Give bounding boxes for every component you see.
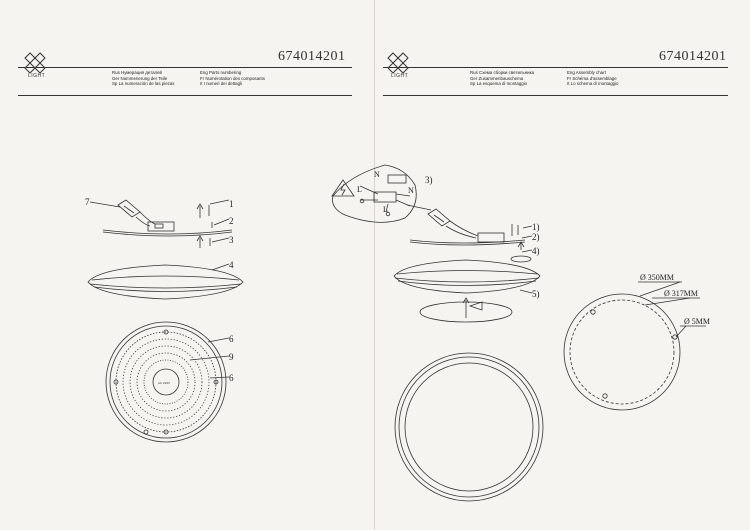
right-diffuser-side-view — [393, 259, 541, 294]
step-label: 4) — [532, 246, 540, 256]
brand-logo-icon — [24, 52, 46, 74]
right-mounting-assembly — [409, 208, 533, 263]
header-rule-bottom — [383, 95, 728, 96]
wire-label: L — [357, 185, 362, 194]
wire-label: L — [383, 205, 388, 214]
wire-label: N — [374, 170, 380, 179]
brand-logo-icon — [387, 52, 409, 74]
header-text: Eng Parts numbering — [200, 70, 242, 75]
header-rule — [383, 67, 728, 68]
header-text: Rus Нумерация деталей — [112, 70, 162, 75]
callout-label: 6 — [229, 373, 234, 383]
header-languages-col2: Eng Parts numbering Fr Numérotation des … — [200, 70, 265, 87]
header-rule — [18, 67, 352, 68]
header-text: It I numeri dei dettagli — [200, 81, 242, 87]
callout-label: 1 — [229, 199, 234, 209]
header-text: Eng Assembly chart — [567, 70, 606, 75]
header-languages-col1: Rus Нумерация деталей Ger Nummerierung d… — [112, 70, 174, 87]
header-text: Rus Схема сборки светильника — [470, 70, 535, 75]
header-languages-col1: Rus Схема сборки светильника Ger Zusamme… — [470, 70, 534, 87]
left-led-board-top-view — [105, 321, 230, 443]
step-label: 1) — [532, 222, 540, 232]
header-languages-col2: Eng Assembly chart Fr Schéma d'assemblag… — [567, 70, 619, 87]
dimension-hole-diameter: Ø 5MM — [684, 317, 710, 326]
mounting-template — [563, 281, 706, 411]
dimension-mount-diameter: Ø 317MM — [664, 289, 698, 298]
callout-label: 4 — [229, 260, 234, 270]
rotation-ring — [419, 297, 513, 323]
header-text: Fr Numérotation des composants — [200, 75, 265, 81]
header-rule-bottom — [18, 95, 352, 96]
step-label: 2) — [532, 232, 540, 242]
header-text: Sp La esquema di montaggio — [470, 81, 528, 87]
dimension-outer-diameter: Ø 350MM — [640, 273, 674, 282]
brand-name: LIGHT — [391, 73, 409, 79]
callout-label: 3 — [229, 235, 234, 245]
brand-name: LIGHT — [28, 73, 46, 79]
left-mounting-assembly — [89, 199, 233, 248]
step-label: 5) — [532, 289, 540, 299]
diffuser-ring-bottom-view — [394, 352, 544, 502]
step-label: 3) — [425, 175, 433, 185]
header-text: Sp La numeración de las piezas — [112, 81, 175, 87]
wiring-diagram-inset — [331, 164, 432, 223]
header-text: Ger Nummerierung der Teile — [112, 75, 168, 81]
header-text: Ger Zusammenbauschema — [470, 75, 524, 81]
document-code-right: 674014201 — [659, 49, 727, 64]
header-text: It Lo schema di montaggio — [567, 81, 619, 87]
document-code-left: 674014201 — [278, 49, 346, 64]
led-module-label: AC 220V — [158, 381, 170, 385]
wire-label: N — [408, 186, 414, 195]
left-diffuser-side-view — [87, 263, 244, 300]
page-fold — [374, 0, 375, 530]
callout-label: 6 — [229, 334, 234, 344]
callout-label: 9 — [229, 352, 234, 362]
callout-label: 7 — [85, 197, 90, 207]
callout-label: 2 — [229, 216, 234, 226]
header-text: Fr Schéma d'assemblage — [567, 75, 617, 81]
